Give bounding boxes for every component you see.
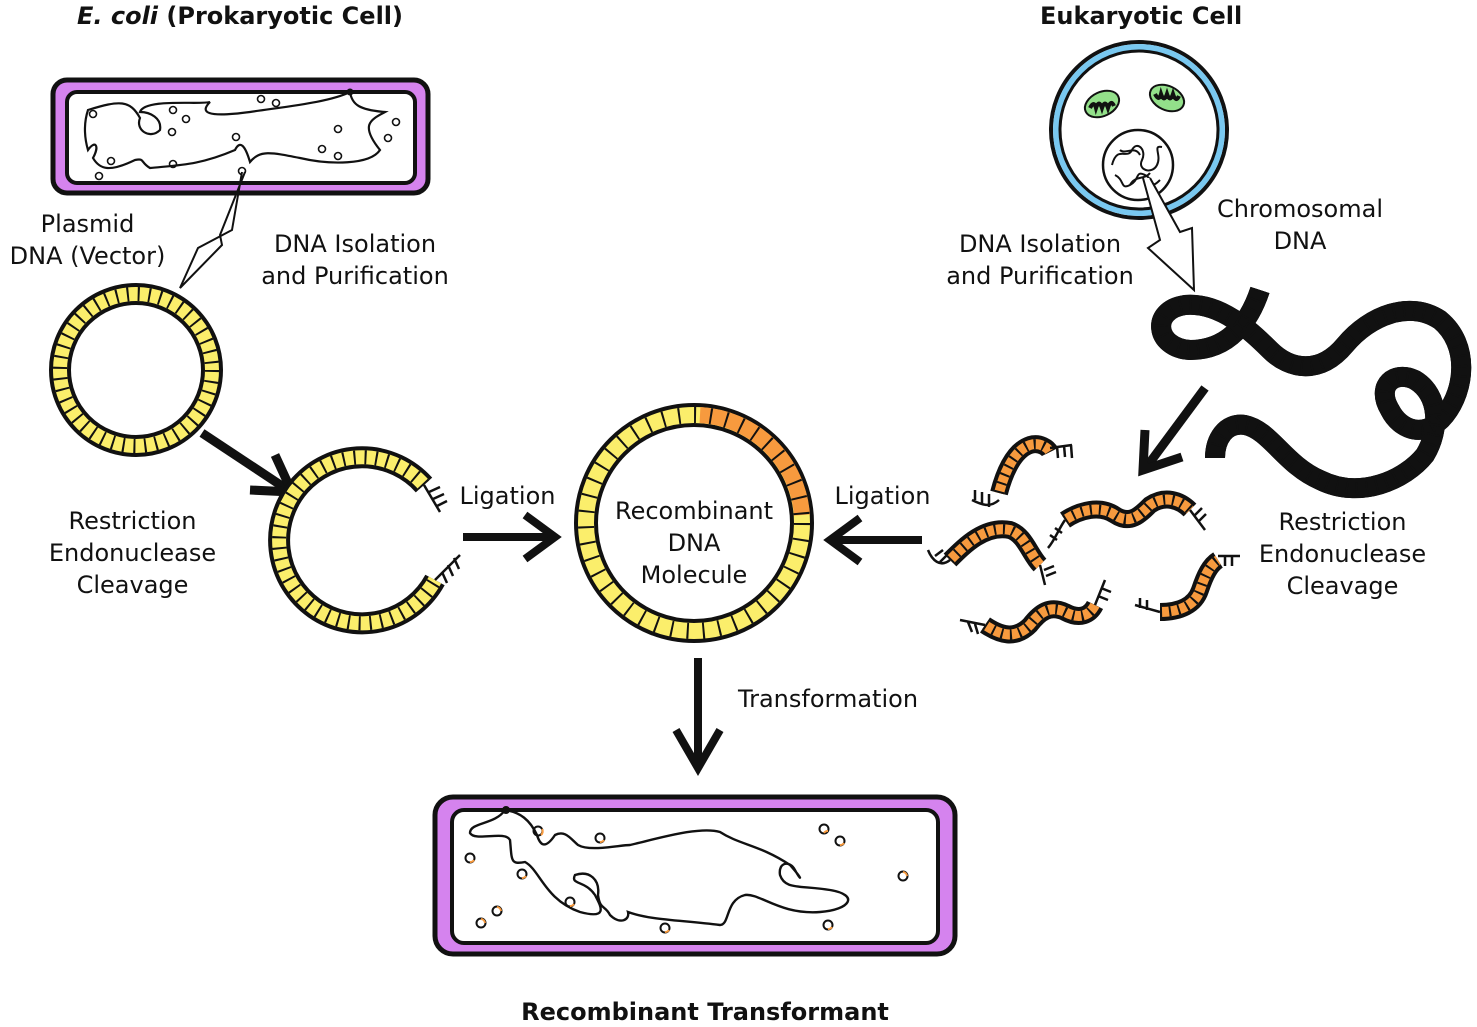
prokaryote-title: E. coli (Prokaryotic Cell) xyxy=(40,2,440,30)
nucleus xyxy=(1101,128,1175,202)
recombinant-plasmid xyxy=(574,403,814,643)
dna-fragment xyxy=(1134,552,1240,621)
isolation-arrow-left xyxy=(179,171,246,289)
prokaryote-title-species: E. coli xyxy=(76,2,159,30)
recombinant-plasmid-dots xyxy=(464,823,909,934)
cleavage-arrow-left xyxy=(199,429,300,497)
plasmid-label: Plasmid DNA (Vector) xyxy=(9,210,166,270)
dna-fragments xyxy=(926,435,1240,644)
restriction-label-right: Restriction Endonuclease Cleavage xyxy=(1258,508,1427,600)
mitochondrion-icon xyxy=(1083,89,1121,119)
prokaryote-title-rest: (Prokaryotic Cell) xyxy=(158,2,403,30)
bacterial-chromosome xyxy=(83,90,389,170)
eukaryote-title: Eukaryotic Cell xyxy=(1040,2,1243,30)
cut-plasmid xyxy=(268,446,461,635)
transformation-label: Transformation xyxy=(737,685,919,713)
intact-plasmid xyxy=(49,283,223,457)
ligation-label-left: Ligation xyxy=(459,482,556,510)
transformation-arrow xyxy=(672,658,724,776)
ligation-arrow-left xyxy=(463,511,562,563)
restriction-label-left: Restriction Endonuclease Cleavage xyxy=(48,507,217,599)
dna-fragment xyxy=(926,520,1057,586)
dna-fragment xyxy=(1047,490,1207,549)
isolation-label-left: DNA Isolation and Purification xyxy=(261,230,449,290)
chromosomal-dna xyxy=(1161,290,1461,488)
result-title: Recombinant Transformant xyxy=(521,998,889,1026)
mitochondrion-icon xyxy=(1148,83,1186,113)
ligation-label-right: Ligation xyxy=(834,482,931,510)
dna-fragment xyxy=(959,579,1112,644)
eukaryotic-cell xyxy=(1049,40,1229,220)
ecoli-cell xyxy=(50,77,431,196)
transformant-chromosome xyxy=(468,808,850,927)
isolation-label-right: DNA Isolation and Purification xyxy=(946,230,1134,290)
dna-fragment xyxy=(971,435,1074,507)
cleavage-arrow-right xyxy=(1138,385,1209,477)
ligation-arrow-right xyxy=(823,514,922,566)
isolation-arrow-right xyxy=(1142,177,1196,293)
plasmid-dots xyxy=(88,94,401,181)
transformant-cell xyxy=(432,794,958,957)
recombinant-label: Recombinant DNA Molecule xyxy=(614,497,774,589)
chromosomal-label: Chromosomal DNA xyxy=(1217,195,1383,255)
